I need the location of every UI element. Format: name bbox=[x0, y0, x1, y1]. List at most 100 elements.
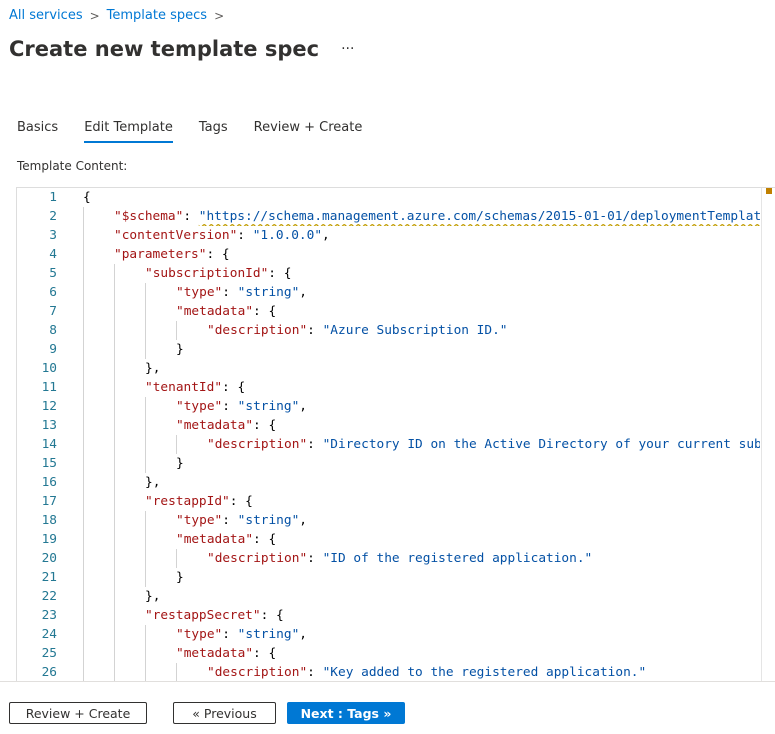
json-punctuation: } bbox=[176, 570, 184, 585]
indent-guide bbox=[83, 302, 84, 321]
line-number: 2 bbox=[49, 209, 57, 224]
code-text: "parameters": { bbox=[114, 245, 230, 264]
indent-guide bbox=[145, 397, 146, 416]
line-number: 5 bbox=[49, 266, 57, 281]
json-punctuation: } bbox=[176, 456, 184, 471]
json-punctuation: : { bbox=[222, 380, 246, 395]
code-line: 21} bbox=[17, 568, 760, 587]
indent-guide bbox=[114, 644, 115, 663]
json-string: "Azure Subscription ID." bbox=[322, 323, 508, 338]
code-text: } bbox=[176, 454, 184, 473]
code-line: 7 "metadata": { bbox=[17, 302, 760, 321]
indent-guide bbox=[114, 530, 115, 549]
code-line: 14"description": "Directory ID on the Ac… bbox=[17, 435, 760, 454]
json-string: "https://schema.management.azure.com/sch… bbox=[198, 209, 760, 224]
breadcrumb-all-services[interactable]: All services bbox=[9, 8, 83, 23]
indent-guide bbox=[83, 359, 84, 378]
json-string: "string" bbox=[237, 513, 300, 528]
code-text: { bbox=[83, 188, 91, 207]
json-string: "ID of the registered application." bbox=[322, 551, 593, 566]
json-string: "string" bbox=[237, 285, 300, 300]
json-key: "metadata" bbox=[176, 304, 254, 319]
indent-guide bbox=[114, 321, 115, 340]
json-key: "$schema" bbox=[114, 209, 184, 224]
indent-guide bbox=[176, 435, 177, 454]
code-line: 6"type": "string", bbox=[17, 283, 760, 302]
indent-guide bbox=[114, 283, 115, 302]
code-text: "metadata": { bbox=[176, 644, 276, 663]
code-line: 22}, bbox=[17, 587, 760, 606]
indent-guide bbox=[145, 663, 146, 682]
indent-guide bbox=[83, 549, 84, 568]
code-line: 5"subscriptionId": { bbox=[17, 264, 760, 283]
page-title: Create new template spec bbox=[9, 37, 320, 61]
indent-guide bbox=[145, 435, 146, 454]
tab-tags[interactable]: Tags bbox=[198, 120, 228, 135]
indent-guide bbox=[83, 568, 84, 587]
breadcrumb-template-specs[interactable]: Template specs bbox=[106, 8, 208, 23]
indent-guide bbox=[145, 511, 146, 530]
indent-guide bbox=[114, 549, 115, 568]
json-punctuation: : { bbox=[253, 304, 277, 319]
line-number: 15 bbox=[41, 456, 57, 471]
code-text: }, bbox=[145, 587, 160, 606]
code-line: 16}, bbox=[17, 473, 760, 492]
indent-guide bbox=[114, 397, 115, 416]
json-key: "type" bbox=[176, 285, 223, 300]
indent-guide bbox=[83, 416, 84, 435]
json-punctuation: : bbox=[222, 627, 238, 642]
code-text: "restappSecret": { bbox=[145, 606, 284, 625]
code-line: 11"tenantId": { bbox=[17, 378, 760, 397]
template-code-editor[interactable]: 26"description": "Key added to the regis… bbox=[16, 187, 775, 682]
tab-basics[interactable]: Basics bbox=[17, 120, 59, 135]
code-line: 12"type": "string", bbox=[17, 397, 760, 416]
next-tags-button[interactable]: Next : Tags » bbox=[287, 702, 405, 724]
code-line: 23"restappSecret": { bbox=[17, 606, 760, 625]
code-text: }, bbox=[145, 359, 160, 378]
json-key: "type" bbox=[176, 513, 223, 528]
indent-guide bbox=[114, 568, 115, 587]
indent-guide bbox=[114, 587, 115, 606]
tab-edit-template[interactable]: Edit Template bbox=[84, 120, 173, 143]
code-text: "description": "Directory ID on the Acti… bbox=[207, 435, 760, 454]
editor-scrollbar[interactable] bbox=[761, 188, 775, 682]
indent-guide bbox=[114, 473, 115, 492]
code-line: 20"description": "ID of the registered a… bbox=[17, 549, 760, 568]
line-number: 19 bbox=[41, 532, 57, 547]
indent-guide bbox=[145, 549, 146, 568]
review-create-button[interactable]: Review + Create bbox=[9, 702, 147, 724]
json-string: "1.0.0.0" bbox=[252, 228, 323, 243]
tab-review-create[interactable]: Review + Create bbox=[253, 120, 363, 135]
indent-guide bbox=[83, 663, 84, 682]
json-key: "metadata" bbox=[176, 532, 254, 547]
indent-guide bbox=[114, 625, 115, 644]
code-line: 25"metadata": { bbox=[17, 644, 760, 663]
previous-button[interactable]: « Previous bbox=[173, 702, 276, 724]
indent-guide bbox=[83, 473, 84, 492]
indent-guide bbox=[83, 454, 84, 473]
json-punctuation: , bbox=[299, 513, 308, 528]
code-text: "$schema": "https://schema.management.az… bbox=[114, 207, 760, 226]
indent-guide bbox=[83, 644, 84, 663]
line-number: 4 bbox=[49, 247, 57, 262]
line-number: 12 bbox=[41, 399, 57, 414]
code-text: "tenantId": { bbox=[145, 378, 245, 397]
more-options-icon[interactable]: ··· bbox=[341, 41, 355, 57]
indent-guide bbox=[83, 283, 84, 302]
json-punctuation: }, bbox=[145, 475, 161, 490]
line-number: 7 bbox=[49, 304, 57, 319]
indent-guide bbox=[114, 511, 115, 530]
chevron-right-icon: > bbox=[89, 8, 100, 23]
json-key: "subscriptionId" bbox=[145, 266, 269, 281]
json-key: "contentVersion" bbox=[114, 228, 238, 243]
json-key: "metadata" bbox=[176, 418, 254, 433]
code-text: "type": "string", bbox=[176, 625, 307, 644]
json-key: "description" bbox=[207, 665, 308, 680]
indent-guide bbox=[176, 321, 177, 340]
json-punctuation: { bbox=[83, 190, 91, 205]
json-punctuation: : { bbox=[253, 418, 277, 433]
indent-guide bbox=[83, 321, 84, 340]
json-key: "tenantId" bbox=[145, 380, 223, 395]
code-text: } bbox=[176, 568, 184, 587]
indent-guide bbox=[83, 378, 84, 397]
